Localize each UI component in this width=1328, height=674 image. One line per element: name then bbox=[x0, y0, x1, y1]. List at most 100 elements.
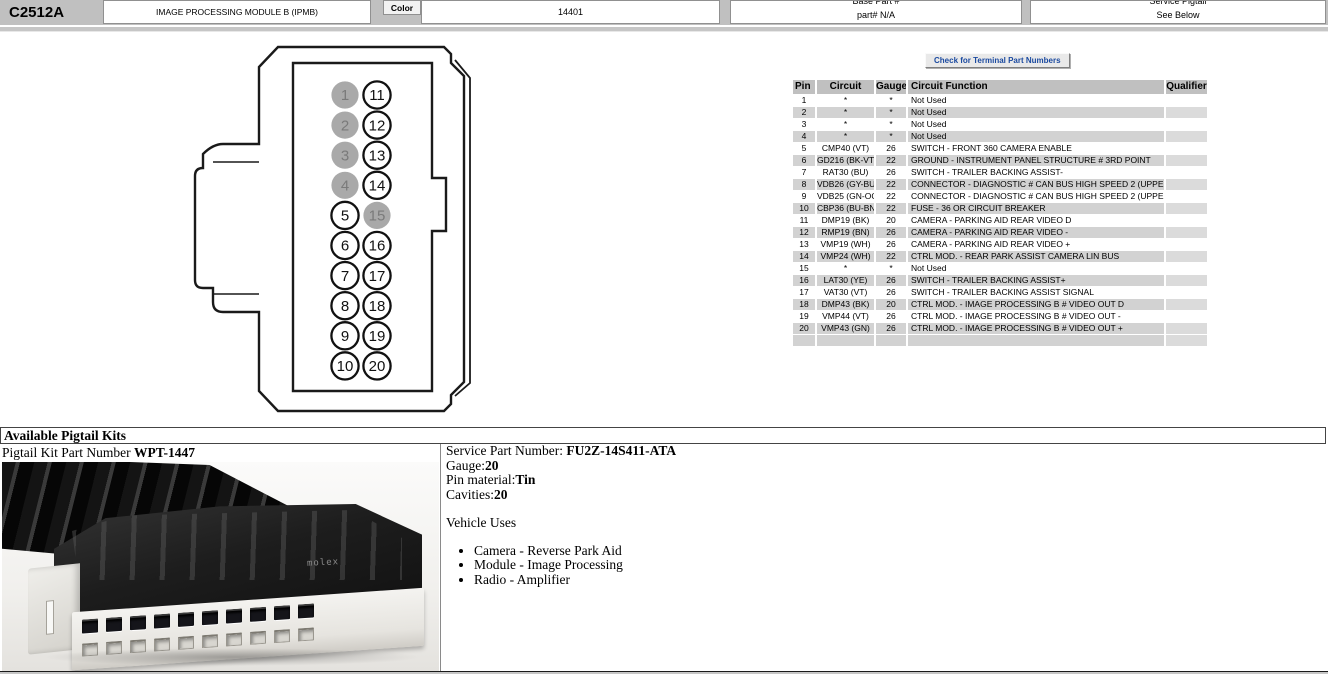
table-row-cell-1: RMP19 (BN) bbox=[817, 227, 874, 238]
table-header-row-cell-2: Gauge bbox=[876, 80, 906, 94]
table-row: 2**Not Used bbox=[793, 107, 1207, 118]
svg-text:1: 1 bbox=[341, 87, 349, 104]
pin-material-value: Tin bbox=[515, 472, 536, 487]
terminal-hole bbox=[106, 616, 122, 632]
terminal-hole bbox=[154, 613, 170, 629]
table-row-cell-4 bbox=[1166, 287, 1207, 298]
pin-12: 12 bbox=[362, 110, 392, 140]
terminal-hole bbox=[274, 605, 290, 621]
table-row-cell-2: * bbox=[889, 95, 893, 105]
color-label-cell: Color bbox=[383, 0, 421, 15]
terminal-hole bbox=[130, 615, 146, 631]
table-row-cell-1: * bbox=[817, 107, 874, 118]
table-row-cell-2: * bbox=[889, 263, 893, 273]
terminal-cavity bbox=[274, 629, 290, 644]
table-row-cell-0: 2 bbox=[793, 107, 815, 118]
svg-text:3: 3 bbox=[341, 147, 349, 164]
pin-18: 18 bbox=[362, 290, 392, 321]
terminal-cavity bbox=[202, 634, 218, 649]
svg-text:20: 20 bbox=[369, 358, 386, 375]
base-part-value: part# N/A bbox=[856, 10, 896, 20]
svg-text:5: 5 bbox=[341, 208, 349, 225]
pin-4: 4 bbox=[331, 171, 359, 199]
table-row-cell-4 bbox=[1166, 119, 1207, 130]
table-row-cell-3: CAMERA - PARKING AID REAR VIDEO D bbox=[911, 215, 1072, 225]
table-row-cell-0: 18 bbox=[793, 299, 815, 310]
table-header-row-cell-4: Qualifier bbox=[1166, 80, 1207, 94]
table-row-cell-0: 16 bbox=[793, 275, 815, 286]
svg-text:18: 18 bbox=[369, 298, 386, 315]
table-row-cell-1: VMP43 (GN) bbox=[817, 323, 874, 334]
table-row-cell-2: * bbox=[876, 107, 906, 118]
service-pigtail-cell: Service Pigtail See Below bbox=[1030, 0, 1326, 24]
table-row-cell-3: FUSE - 36 OR CIRCUIT BREAKER bbox=[908, 203, 1164, 214]
pin-20: 20 bbox=[362, 351, 392, 381]
table-row-cell-1: * bbox=[843, 263, 848, 273]
table-row-cell-4 bbox=[1166, 275, 1207, 286]
table-row-cell-4 bbox=[1166, 251, 1207, 262]
table-row-cell-0: 7 bbox=[801, 167, 807, 177]
module-name-cell: IMAGE PROCESSING MODULE B (IPMB) bbox=[103, 0, 371, 24]
table-row-cell-4 bbox=[1166, 179, 1207, 190]
table-row-cell-4 bbox=[1166, 311, 1207, 322]
table-row-cell-1: VMP19 (WH) bbox=[820, 239, 871, 249]
table-row-cell-0: 15 bbox=[799, 263, 809, 273]
table-row-cell-4 bbox=[1166, 203, 1207, 214]
table-row-cell-4 bbox=[1166, 107, 1207, 118]
table-row-cell-4 bbox=[1166, 239, 1207, 250]
terminal-hole bbox=[250, 606, 266, 622]
table-row-cell-1: VMP24 (WH) bbox=[817, 251, 874, 262]
table-row-cell-3: CAMERA - PARKING AID REAR VIDEO - bbox=[908, 227, 1164, 238]
available-pigtail-kits-header: Available Pigtail Kits bbox=[0, 427, 1326, 444]
terminal-hole bbox=[82, 618, 98, 634]
table-row-cell-2 bbox=[876, 335, 906, 346]
pin-3: 3 bbox=[331, 141, 359, 169]
table-row-cell-1: * bbox=[817, 131, 874, 142]
gauge-line: Gauge:20 bbox=[444, 458, 1324, 474]
color-label: Color bbox=[390, 2, 414, 13]
pin-6: 6 bbox=[330, 230, 360, 261]
table-row-cell-3: SWITCH - TRAILER BACKING ASSIST SIGNAL bbox=[911, 287, 1094, 297]
table-row-cell-0: 1 bbox=[801, 95, 807, 105]
table-row-cell-3: CTRL MOD. - REAR PARK ASSIST CAMERA LIN … bbox=[908, 251, 1164, 262]
table-row-cell-2: 22 bbox=[886, 191, 896, 201]
terminal-hole bbox=[202, 610, 218, 626]
table-row-cell-0: 19 bbox=[799, 311, 809, 321]
svg-text:15: 15 bbox=[369, 208, 386, 225]
table-row-cell-2: 26 bbox=[876, 227, 906, 238]
table-row-cell-3: GROUND - INSTRUMENT PANEL STRUCTURE # 3R… bbox=[908, 155, 1164, 166]
molex-label: molex bbox=[306, 557, 340, 569]
check-terminal-part-numbers-button[interactable]: Check for Terminal Part Numbers bbox=[925, 53, 1070, 68]
table-row-cell-2: 26 bbox=[876, 275, 906, 286]
svg-text:8: 8 bbox=[341, 298, 349, 315]
pigtail-kit-label: Pigtail Kit Part Number bbox=[2, 445, 134, 460]
pin-material-line: Pin material:Tin bbox=[444, 472, 1324, 488]
pin-1: 1 bbox=[331, 81, 359, 109]
table-row-cell-3: Not Used bbox=[911, 119, 947, 129]
table-row-cell-1: CBP36 (BU-BN) bbox=[817, 203, 874, 214]
vehicle-use-item: Radio - Amplifier bbox=[474, 572, 1324, 588]
table-header-row-cell-1: Circuit bbox=[817, 80, 874, 94]
pin-material-label: Pin material: bbox=[446, 472, 516, 487]
table-row-cell-0: 14 bbox=[793, 251, 815, 262]
terminal-cavity bbox=[298, 627, 314, 642]
pin-5: 5 bbox=[330, 200, 360, 231]
table-row-cell-1: * bbox=[843, 95, 848, 105]
table-row-cell-2: 22 bbox=[876, 155, 906, 166]
table-row-cell-0: 3 bbox=[801, 119, 807, 129]
table-row-cell-2: 26 bbox=[886, 143, 896, 153]
table-row: 4**Not Used bbox=[793, 131, 1207, 142]
vehicle-uses-list: Camera - Reverse Park AidModule - Image … bbox=[444, 543, 1324, 588]
table-row-cell-0: 13 bbox=[799, 239, 809, 249]
table-row-cell-0: 9 bbox=[801, 191, 807, 201]
table-row-cell-2: 26 bbox=[886, 311, 896, 321]
pin-2: 2 bbox=[331, 111, 359, 139]
table-row-cell-3: Not Used bbox=[911, 263, 947, 273]
table-row-cell-3: CTRL MOD. - IMAGE PROCESSING B # VIDEO O… bbox=[908, 299, 1164, 310]
